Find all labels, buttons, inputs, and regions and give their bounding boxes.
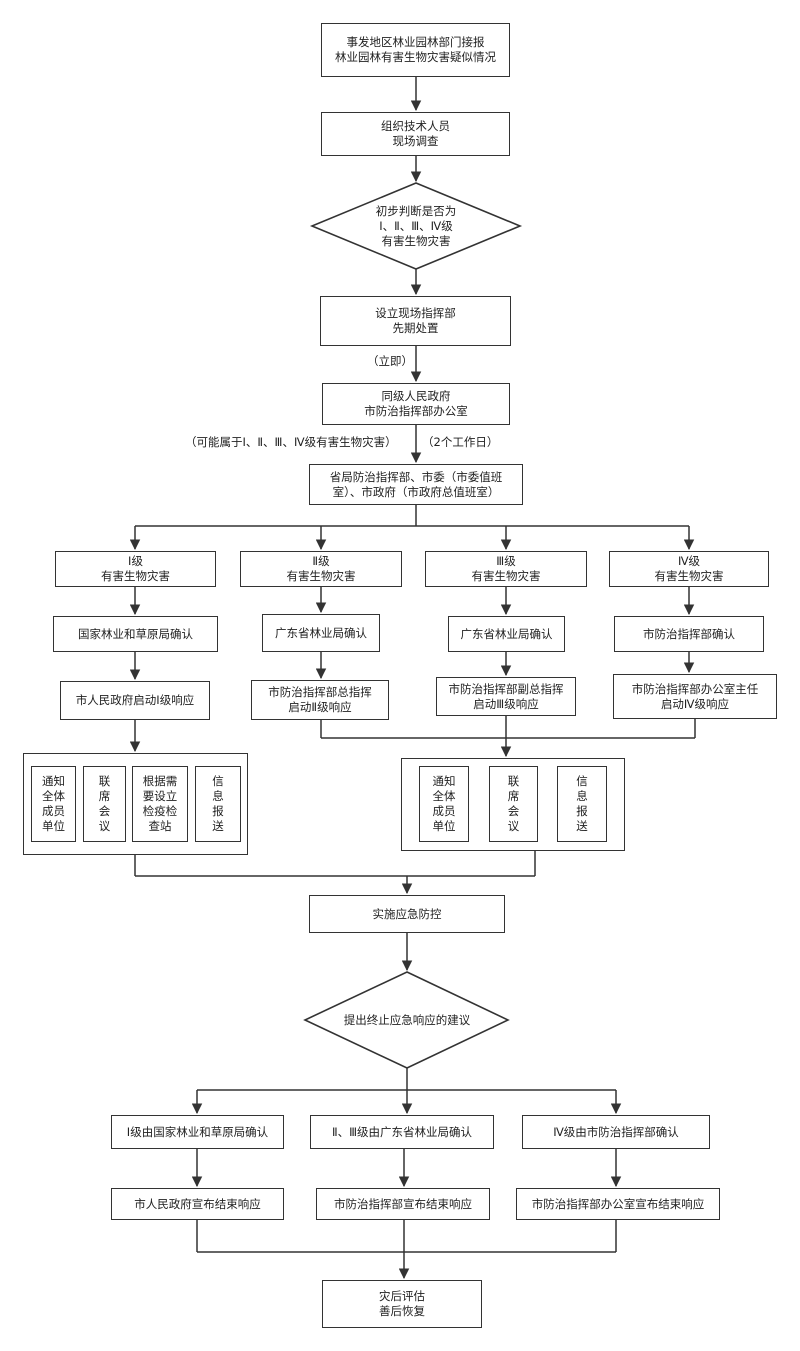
propose-text: 提出终止应急响应的建议 [343,1012,471,1027]
start-2-box: 市防治指挥部总指挥 启动Ⅱ级响应 [251,680,389,720]
judge-text: 初步判断是否为 Ⅰ、Ⅱ、Ⅲ、Ⅳ级 有害生物灾害 [375,203,457,248]
final-box: 灾后评估 善后恢复 [322,1280,482,1328]
level-2-box: Ⅱ级 有害生物灾害 [240,551,402,587]
confirm-3-box: 广东省林业局确认 [448,616,565,652]
start-3-box: 市防治指挥部副总指挥 启动Ⅲ级响应 [436,677,576,716]
gov-box: 同级人民政府 市防治指挥部办公室 [322,383,510,425]
end-confirm-2-box: Ⅱ、Ⅲ级由广东省林业局确认 [310,1115,494,1149]
level-1-box: Ⅰ级 有害生物灾害 [55,551,216,587]
left-notify-box: 通知 全体 成员 单位 [31,766,76,842]
level-4-box: Ⅳ级 有害生物灾害 [609,551,769,587]
end-3-box: 市防治指挥部办公室宣布结束响应 [516,1188,720,1220]
province-box: 省局防治指挥部、市委（市委值班 室）、市政府（市政府总值班室） [309,464,523,505]
end-2-box: 市防治指挥部宣布结束响应 [316,1188,490,1220]
label-possible-levels: （可能属于Ⅰ、Ⅱ、Ⅲ、Ⅳ级有害生物灾害） [185,435,397,449]
start-1-box: 市人民政府启动Ⅰ级响应 [60,681,210,720]
judge-diamond [309,182,523,270]
right-info-report-box: 信 息 报 送 [557,766,607,842]
end-1-box: 市人民政府宣布结束响应 [111,1188,284,1220]
left-joint-meeting-box: 联 席 会 议 [83,766,126,842]
command-box: 设立现场指挥部 先期处置 [320,296,511,346]
left-info-report-box: 信 息 报 送 [195,766,241,842]
right-notify-box: 通知 全体 成员 单位 [419,766,469,842]
level-3-box: Ⅲ级 有害生物灾害 [425,551,587,587]
confirm-4-box: 市防治指挥部确认 [614,616,764,652]
report-box: 事发地区林业园林部门接报 林业园林有害生物灾害疑似情况 [321,23,510,77]
propose-diamond [303,971,510,1069]
implement-box: 实施应急防控 [309,895,505,933]
label-immediate: （立即） [367,354,413,368]
confirm-2-box: 广东省林业局确认 [262,614,380,652]
end-confirm-3-box: Ⅳ级由市防治指挥部确认 [522,1115,710,1149]
confirm-1-box: 国家林业和草原局确认 [53,616,218,652]
start-4-box: 市防治指挥部办公室主任 启动Ⅳ级响应 [613,674,777,719]
left-checkpoint-box: 根据需 要设立 检疫检 查站 [132,766,188,842]
end-confirm-1-box: Ⅰ级由国家林业和草原局确认 [111,1115,284,1149]
survey-box: 组织技术人员 现场调查 [321,112,510,156]
right-joint-meeting-box: 联 席 会 议 [489,766,538,842]
label-two-working-days: （2个工作日） [422,435,499,449]
